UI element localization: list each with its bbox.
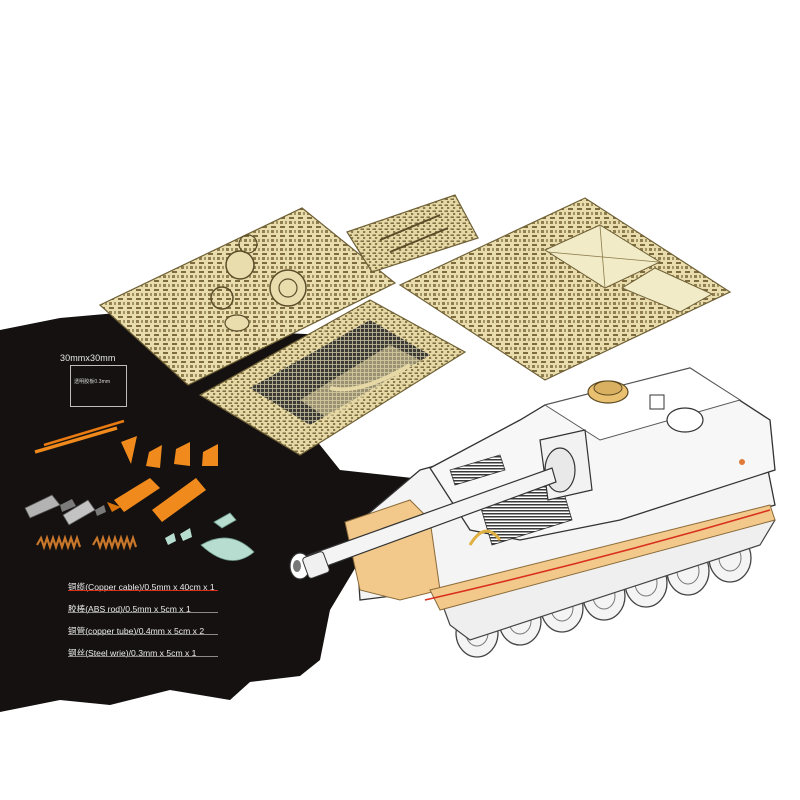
springs (36, 534, 138, 551)
photo-etch-fret-left (98, 207, 397, 386)
divider (68, 656, 218, 657)
material-label: 钢丝(Steel wrie)/0.3mm x 5cm x 1 (68, 648, 197, 658)
divider (68, 634, 218, 635)
material-list: 铜缆(Copper cable)/0.5mm x 40cm x 1 胶棒(ABS… (68, 577, 218, 665)
transparent-sheet-label: 透明胶板0.3mm (74, 379, 111, 385)
material-label: 铜缆(Copper cable)/0.5mm x 40cm x 1 (68, 582, 215, 592)
divider (68, 612, 218, 613)
material-item-copper-tube: 铜管(copper tube)/0.4mm x 5cm x 2 (68, 621, 218, 643)
photo-etch-fret-top-small (346, 194, 479, 273)
metal-shells (24, 494, 106, 526)
material-label: 铜管(copper tube)/0.4mm x 5cm x 2 (68, 626, 205, 636)
transparent-sheet-sample: 透明胶板0.3mm (70, 365, 127, 407)
sample-size-label: 30mmx30mm (60, 353, 116, 363)
photo-etch-fret-right (398, 197, 732, 381)
orange-resin-parts (34, 419, 218, 522)
clear-parts (165, 512, 255, 561)
material-item-abs-rod: 胶棒(ABS rod)/0.5mm x 5cm x 1 (68, 599, 218, 621)
tank-model-render (289, 367, 776, 658)
material-label: 胶棒(ABS rod)/0.5mm x 5cm x 1 (68, 604, 191, 614)
material-item-steel-wire: 钢丝(Steel wrie)/0.3mm x 5cm x 1 (68, 643, 218, 665)
black-background-panel (0, 310, 430, 712)
photo-etch-fret-bottom (198, 299, 467, 456)
material-item-copper-cable: 铜缆(Copper cable)/0.5mm x 40cm x 1 (68, 577, 218, 599)
highlight-underline (68, 590, 218, 592)
